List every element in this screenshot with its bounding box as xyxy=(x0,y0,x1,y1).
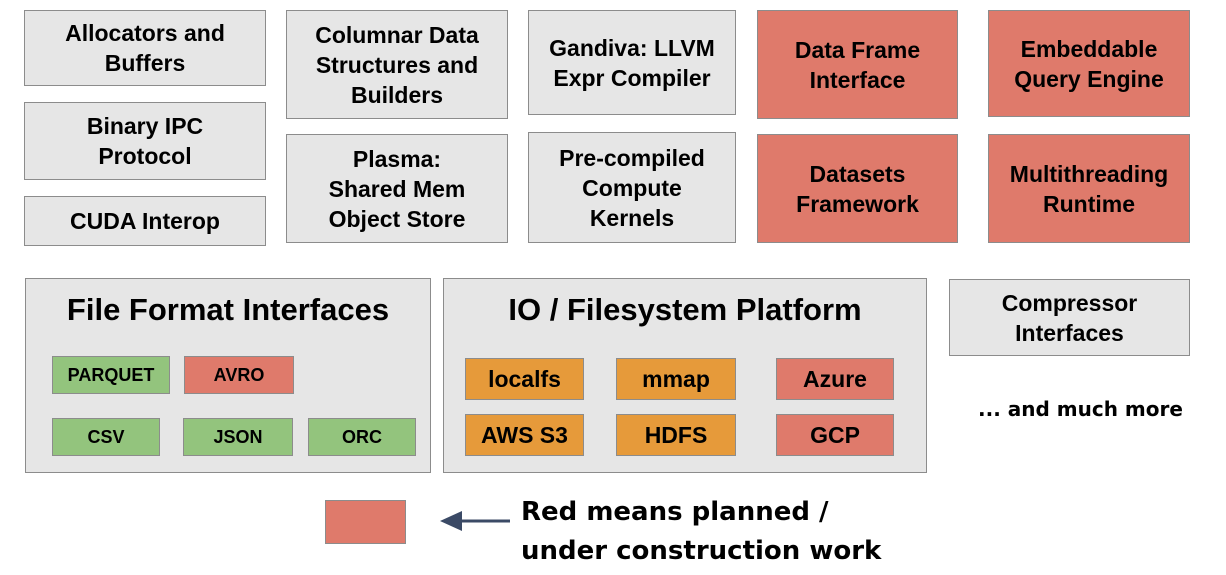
format-chip-csv: CSV xyxy=(52,418,160,456)
file-format-interfaces-group: File Format Interfaces PARQUET AVRO CSV … xyxy=(25,278,431,473)
and-much-more-text: ... and much more xyxy=(978,397,1183,421)
format-chip-parquet: PARQUET xyxy=(52,356,170,394)
fs-chip-hdfs: HDFS xyxy=(616,414,736,456)
binary-ipc-protocol-box: Binary IPC Protocol xyxy=(24,102,266,180)
fs-chip-azure: Azure xyxy=(776,358,894,400)
gandiva-compiler-box: Gandiva: LLVM Expr Compiler xyxy=(528,10,736,115)
precompiled-kernels-box: Pre-compiled Compute Kernels xyxy=(528,132,736,243)
datasets-framework-box: Datasets Framework xyxy=(757,134,958,243)
cuda-interop-box: CUDA Interop xyxy=(24,196,266,246)
format-chip-avro: AVRO xyxy=(184,356,294,394)
format-chip-json: JSON xyxy=(183,418,293,456)
format-chip-orc: ORC xyxy=(308,418,416,456)
legend-text-line-2: under construction work xyxy=(521,536,882,566)
data-frame-interface-box: Data Frame Interface xyxy=(757,10,958,119)
multithreading-runtime-box: Multithreading Runtime xyxy=(988,134,1190,243)
io-filesystem-platform-title: IO / Filesystem Platform xyxy=(508,292,862,327)
compressor-interfaces-box: Compressor Interfaces xyxy=(949,279,1190,356)
columnar-data-structures-box: Columnar Data Structures and Builders xyxy=(286,10,508,119)
legend-text-line-1: Red means planned / xyxy=(521,497,829,527)
legend-swatch-planned xyxy=(325,500,406,544)
allocators-and-buffers-box: Allocators and Buffers xyxy=(24,10,266,86)
file-format-interfaces-title: File Format Interfaces xyxy=(66,292,390,327)
fs-chip-aws-s3: AWS S3 xyxy=(465,414,584,456)
fs-chip-mmap: mmap xyxy=(616,358,736,400)
embeddable-query-engine-box: Embeddable Query Engine xyxy=(988,10,1190,117)
plasma-object-store-box: Plasma: Shared Mem Object Store xyxy=(286,134,508,243)
arrow-left-icon xyxy=(440,511,510,531)
fs-chip-gcp: GCP xyxy=(776,414,894,456)
io-filesystem-platform-group: IO / Filesystem Platform localfs mmap Az… xyxy=(443,278,927,473)
fs-chip-localfs: localfs xyxy=(465,358,584,400)
